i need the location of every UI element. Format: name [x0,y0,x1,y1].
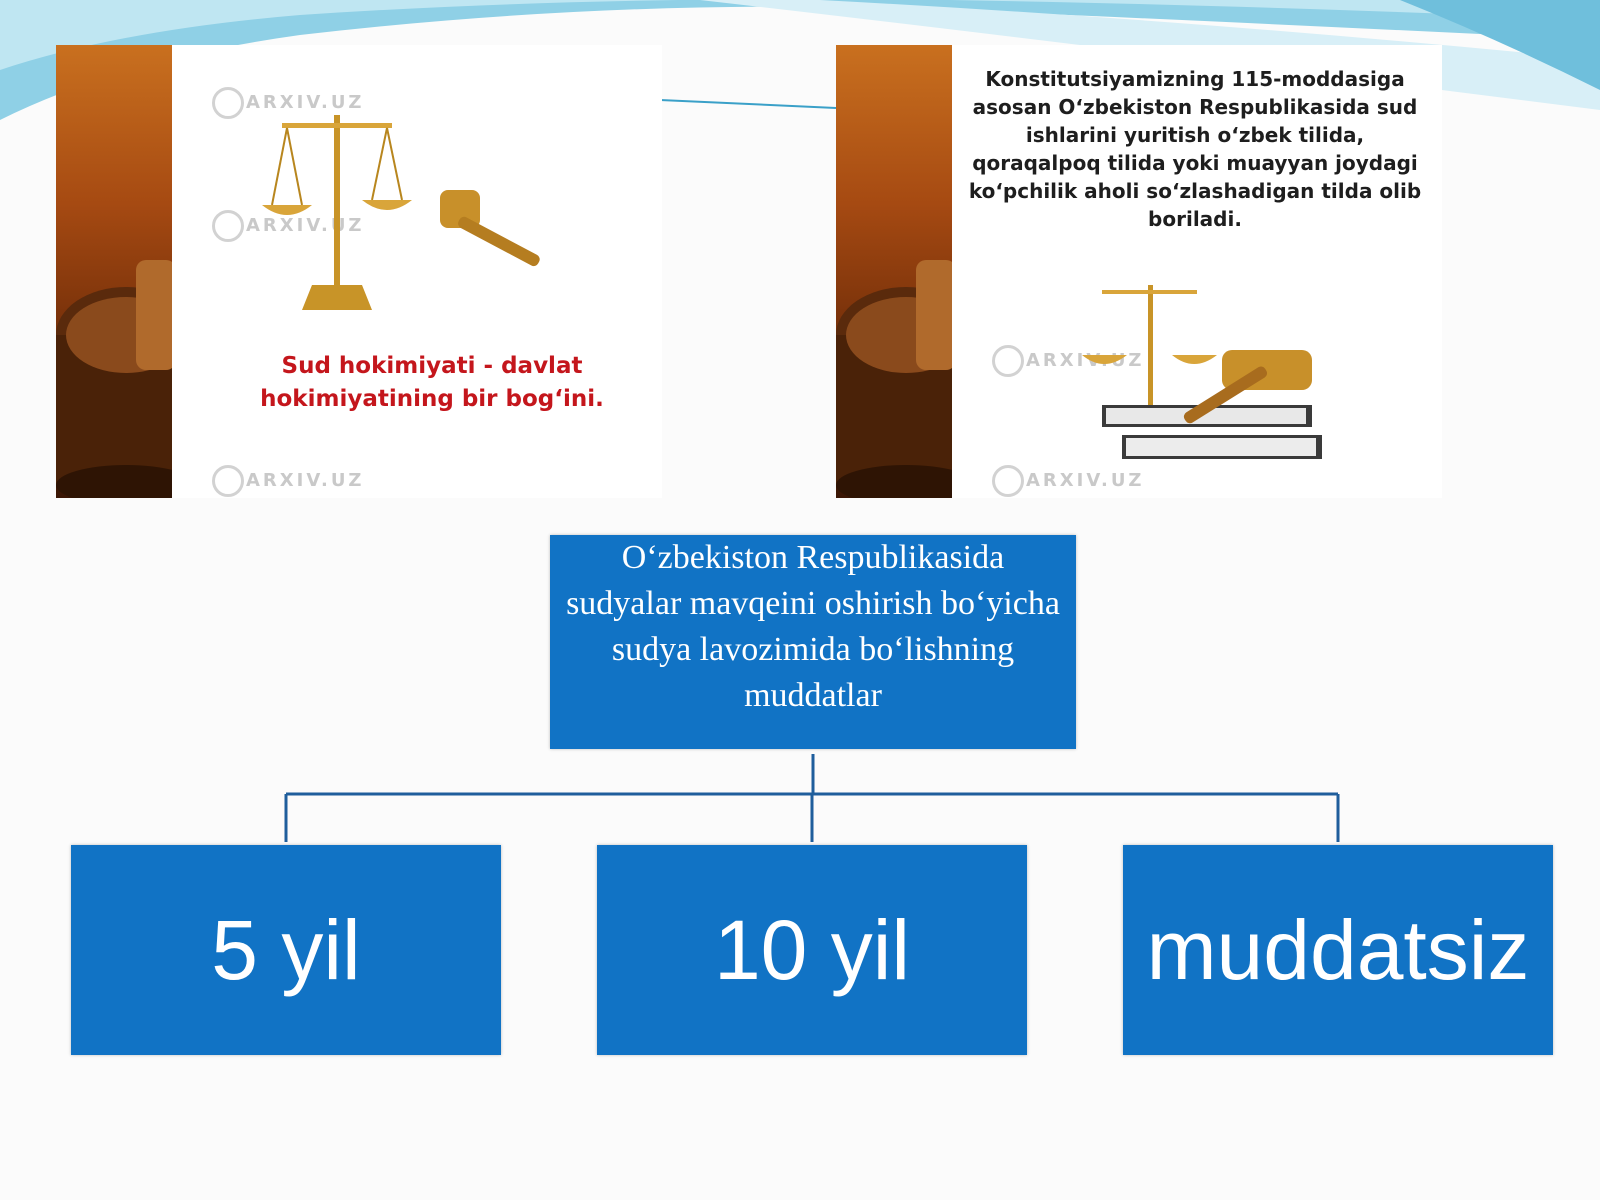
term-box-unlimited: muddatsiz [1123,845,1553,1055]
slide-right-caption: Konstitutsiyamizning 115-moddasiga asosa… [968,67,1422,231]
term-label: 10 yil [713,903,911,997]
watermark: ARXIV.UZ [212,210,364,242]
term-label: 5 yil [211,903,361,997]
watermark: ARXIV.UZ [992,465,1144,497]
gavel-strip [836,45,952,498]
gavel-icon [56,260,172,498]
diagram-root-text: O‘zbekiston Respublikasida sudyalar mavq… [566,539,1060,714]
slide-right-body: ARXIV.UZ ARXIV.UZ Konstitutsiyamizning 1… [952,45,1442,498]
diagram-root-box: O‘zbekiston Respublikasida sudyalar mavq… [550,535,1076,749]
term-label: muddatsiz [1146,903,1530,997]
scales-icon [262,115,540,310]
term-box-5-years: 5 yil [71,845,501,1055]
gavel-icon [836,260,952,498]
slide-right: ARXIV.UZ ARXIV.UZ Konstitutsiyamizning 1… [836,45,1442,498]
gavel-strip [56,45,172,498]
slide-left: ARXIV.UZ ARXIV.UZ ARXIV.UZ Sud hokimiyat… [56,45,662,498]
term-box-10-years: 10 yil [597,845,1027,1055]
scales-icon [1082,285,1322,459]
books-icon [1102,405,1322,459]
slide-left-caption: Sud hokimiyati - davlat hokimiyatining b… [260,353,604,412]
watermark: ARXIV.UZ [212,87,364,119]
slide-left-body: ARXIV.UZ ARXIV.UZ ARXIV.UZ Sud hokimiyat… [172,45,662,498]
watermark: ARXIV.UZ [212,465,364,497]
